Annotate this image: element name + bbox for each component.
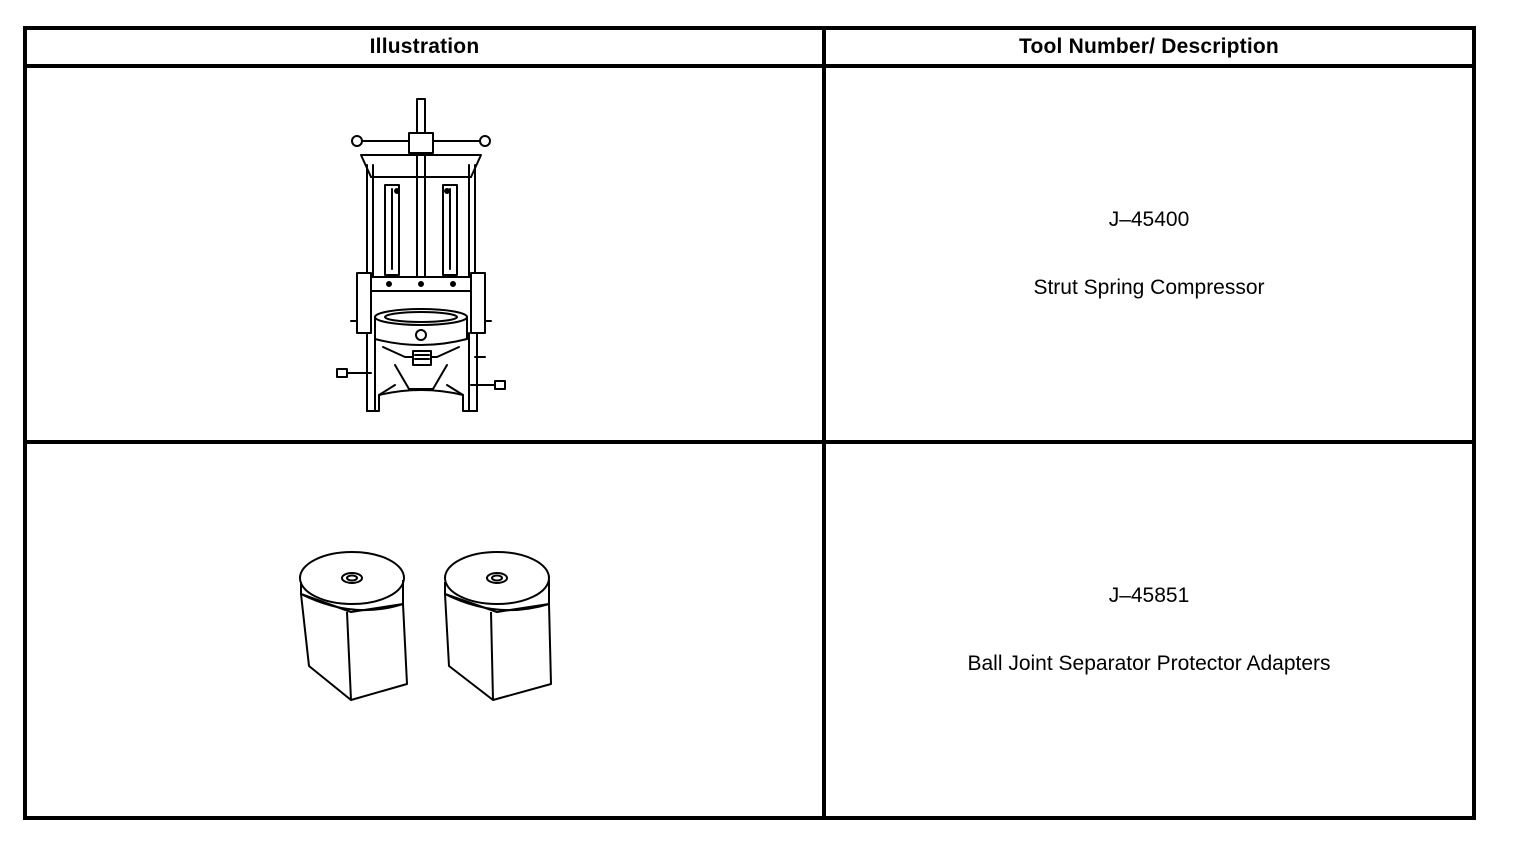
tool-description: Ball Joint Separator Protector Adapters	[967, 652, 1331, 675]
illustration-cell	[23, 64, 826, 444]
description-cell: J–45400 Strut Spring Compressor	[822, 64, 1476, 444]
tool-table: Illustration Tool Number/ Description	[23, 26, 1476, 820]
table-row: J–45400 Strut Spring Compressor	[23, 64, 1476, 444]
tool-number: J–45851	[1108, 584, 1190, 607]
adapter-right	[443, 551, 552, 701]
tool-description: Strut Spring Compressor	[1033, 276, 1265, 299]
header-illustration: Illustration	[23, 26, 826, 68]
adapter-left	[298, 551, 408, 701]
ball-joint-adapters-illustration	[298, 551, 552, 701]
table-row: J–45851 Ball Joint Separator Protector A…	[23, 440, 1476, 820]
table-header-row: Illustration Tool Number/ Description	[23, 26, 1476, 68]
tool-number: J–45400	[1108, 208, 1190, 231]
illustration-cell	[23, 440, 826, 820]
header-description: Tool Number/ Description	[822, 26, 1476, 68]
strut-spring-compressor-illustration	[335, 98, 506, 412]
description-cell: J–45851 Ball Joint Separator Protector A…	[822, 440, 1476, 820]
